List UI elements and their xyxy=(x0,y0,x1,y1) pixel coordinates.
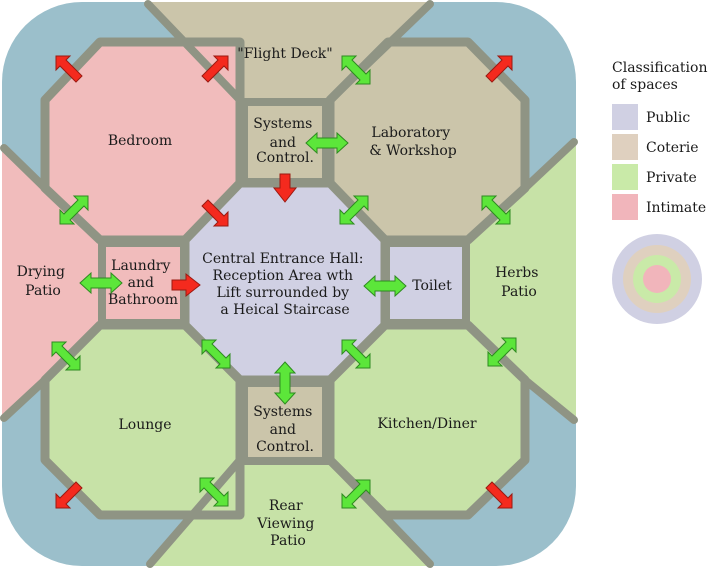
green-arrows xyxy=(51,55,517,509)
arrow-bedroom-drying xyxy=(59,195,89,225)
arrow-hall-toilet xyxy=(363,274,407,298)
bedroom-label: Bedroom xyxy=(108,133,172,149)
legend-swatch-public xyxy=(612,104,638,130)
flight-deck-label: "Flight Deck" xyxy=(237,46,332,62)
legend-swatch-intimate xyxy=(612,194,638,220)
drying-patio-label: Drying Patio xyxy=(17,264,70,299)
legend-label-private: Private xyxy=(646,170,697,186)
wall-lines xyxy=(0,0,578,568)
arrow-laundry-hall xyxy=(171,272,201,298)
arrow-bedroom-out-nw xyxy=(55,55,83,83)
arrow-lab-herbs xyxy=(481,195,511,225)
legend-label-intimate: Intimate xyxy=(646,200,706,216)
arrow-kitchen-herbs xyxy=(487,337,517,367)
legend-label-coterie: Coterie xyxy=(646,140,699,156)
herbs-patio-zone xyxy=(468,140,576,420)
systems-bottom-label: Systems and Control. xyxy=(253,404,317,455)
arrow-systems-lab xyxy=(305,131,349,155)
arrow-laundry-patio xyxy=(79,271,123,295)
arrow-systems-down xyxy=(272,173,298,203)
arrow-bedroom-out-ne xyxy=(201,55,229,83)
arrow-drying-lounge xyxy=(51,341,81,371)
legend-concentric-rings xyxy=(612,234,702,324)
red-arrows xyxy=(55,55,513,509)
arrow-hall-lounge xyxy=(201,339,231,369)
systems-top-label: Systems and Control. xyxy=(253,116,317,166)
rear-patio-label: Rear Viewing Patio xyxy=(256,498,319,549)
legend-swatch-coterie xyxy=(612,134,638,160)
toilet-label: Toilet xyxy=(412,278,452,294)
drying-patio-zone xyxy=(2,145,100,420)
arrow-hall-kitchen xyxy=(341,339,371,369)
arrow-lounge-rear xyxy=(199,477,229,507)
arrow-lab-hall xyxy=(339,195,369,225)
legend-swatch-private xyxy=(612,164,638,190)
arrow-lounge-out-sw xyxy=(55,481,83,509)
arrow-flight-lab xyxy=(341,55,371,85)
laundry-label: Laundry and Bathroom xyxy=(108,258,178,308)
arrow-hall-systems-bottom xyxy=(273,361,297,405)
kitchen-label: Kitchen/Diner xyxy=(377,416,476,432)
legend: Classification of spaces Public Coterie … xyxy=(612,60,711,324)
arrow-bedroom-hall xyxy=(201,199,229,227)
lounge-label: Lounge xyxy=(118,417,171,433)
herbs-patio-label: Herbs Patio xyxy=(495,265,543,300)
laboratory-label: Laboratory & Workshop xyxy=(369,125,457,159)
central-hall-label: Central Entrance Hall: Reception Area wt… xyxy=(202,251,368,318)
legend-title: Classification of spaces xyxy=(612,60,711,93)
arrow-lab-out-ne xyxy=(485,55,513,83)
legend-label-public: Public xyxy=(646,110,690,126)
arrow-kitchen-out-se xyxy=(485,481,513,509)
arrow-kitchen-rear xyxy=(341,479,371,509)
